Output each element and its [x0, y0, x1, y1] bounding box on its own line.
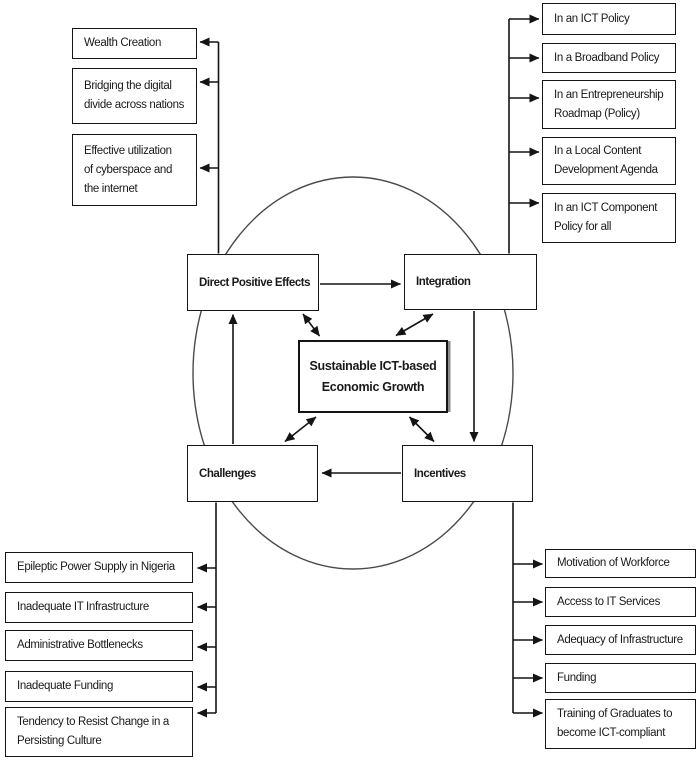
- challenge-item-power-supply: Epileptic Power Supply in Nigeria: [5, 552, 193, 583]
- policy-item-text: In a Broadband Policy: [554, 51, 660, 64]
- node-label: Direct Positive Effects: [199, 276, 311, 289]
- challenge-item-it-infrastructure: Inadequate IT Infrastructure: [5, 592, 193, 623]
- effect-item-wealth-creation: Wealth Creation: [72, 28, 197, 59]
- node-label: Integration: [416, 276, 471, 288]
- policy-item-entrepreneurship: In an Entrepreneurship Roadmap (Policy): [542, 80, 676, 129]
- incentive-item-funding: Funding: [545, 663, 696, 693]
- node-label: Incentives: [414, 467, 466, 480]
- effect-item-text: Wealth Creation: [84, 37, 161, 49]
- incentive-item-text: Access to IT Services: [557, 595, 661, 608]
- node-direct-positive-effects: Direct Positive Effects: [187, 254, 319, 311]
- challenge-item-resist-change: Tendency to Resist Change in a Persistin…: [5, 707, 193, 757]
- node-label: Challenges: [199, 467, 256, 480]
- challenge-item-bottlenecks: Administrative Bottlenecks: [5, 630, 193, 661]
- challenge-item-text: Inadequate IT Infrastructure: [17, 601, 149, 613]
- policy-item-text: In an Entrepreneurship: [554, 88, 664, 101]
- policy-item-text: In a Local Content: [554, 145, 642, 157]
- arrow-center-incentives: [408, 416, 435, 443]
- incentive-item-text: become ICT-compliant: [557, 727, 666, 739]
- incentive-item-it-services: Access to IT Services: [545, 587, 696, 617]
- incentive-item-text: Motivation of Workforce: [557, 557, 670, 569]
- challenge-item-text: Tendency to Resist Change in a: [17, 716, 169, 728]
- incentive-item-text: Funding: [557, 671, 597, 684]
- challenge-item-text: Inadequate Funding: [17, 680, 114, 692]
- challenge-item-text: Epileptic Power Supply in Nigeria: [17, 561, 175, 573]
- incentive-item-text: Adequacy of Infrastructure: [557, 633, 683, 646]
- incentive-item-text: Training of Graduates to: [557, 708, 673, 720]
- center-label-line: Sustainable ICT-based: [309, 358, 437, 373]
- policy-item-text: In an ICT Policy: [554, 12, 630, 25]
- policy-item-ict-policy: In an ICT Policy: [542, 3, 676, 35]
- effect-item-text: divide across nations: [84, 99, 185, 111]
- effect-item-digital-divide: Bridging the digital divide across natio…: [72, 68, 197, 124]
- center-label-line: Economic Growth: [321, 379, 425, 394]
- arrow-center-integration: [395, 313, 434, 337]
- effect-item-text: of cyberspace and: [84, 163, 173, 176]
- node-center-sustainable-ict-growth: Sustainable ICT-based Economic Growth: [298, 340, 448, 413]
- effect-item-text: the internet: [84, 182, 138, 195]
- policy-item-broadband: In a Broadband Policy: [542, 43, 676, 73]
- outer-ellipse: [192, 176, 514, 570]
- policy-item-local-content: In a Local Content Development Agenda: [542, 137, 676, 185]
- arrow-center-dpe: [302, 313, 321, 337]
- policy-item-text: Roadmap (Policy): [554, 107, 640, 120]
- incentive-item-motivation: Motivation of Workforce: [545, 549, 696, 578]
- policy-item-ict-component: In an ICT Component Policy for all: [542, 193, 676, 243]
- incentive-item-infrastructure: Adequacy of Infrastructure: [545, 625, 696, 655]
- effect-item-cyberspace: Effective utilization of cyberspace and …: [72, 134, 197, 206]
- effect-item-text: Bridging the digital: [84, 80, 172, 92]
- arrow-center-challenges: [284, 416, 317, 443]
- challenge-item-text: Persisting Culture: [17, 735, 102, 747]
- node-incentives: Incentives: [402, 445, 533, 502]
- policy-item-text: In an ICT Component: [554, 202, 658, 214]
- node-integration: Integration: [404, 254, 537, 310]
- effect-item-text: Effective utilization: [84, 144, 172, 157]
- policy-item-text: Development Agenda: [554, 164, 658, 176]
- policy-item-text: Policy for all: [554, 221, 612, 233]
- challenge-item-text: Administrative Bottlenecks: [17, 639, 143, 651]
- node-challenges: Challenges: [187, 445, 318, 502]
- connector-lines: [197, 14, 543, 718]
- challenge-item-funding: Inadequate Funding: [5, 671, 193, 702]
- incentive-item-training: Training of Graduates to become ICT-comp…: [545, 699, 696, 749]
